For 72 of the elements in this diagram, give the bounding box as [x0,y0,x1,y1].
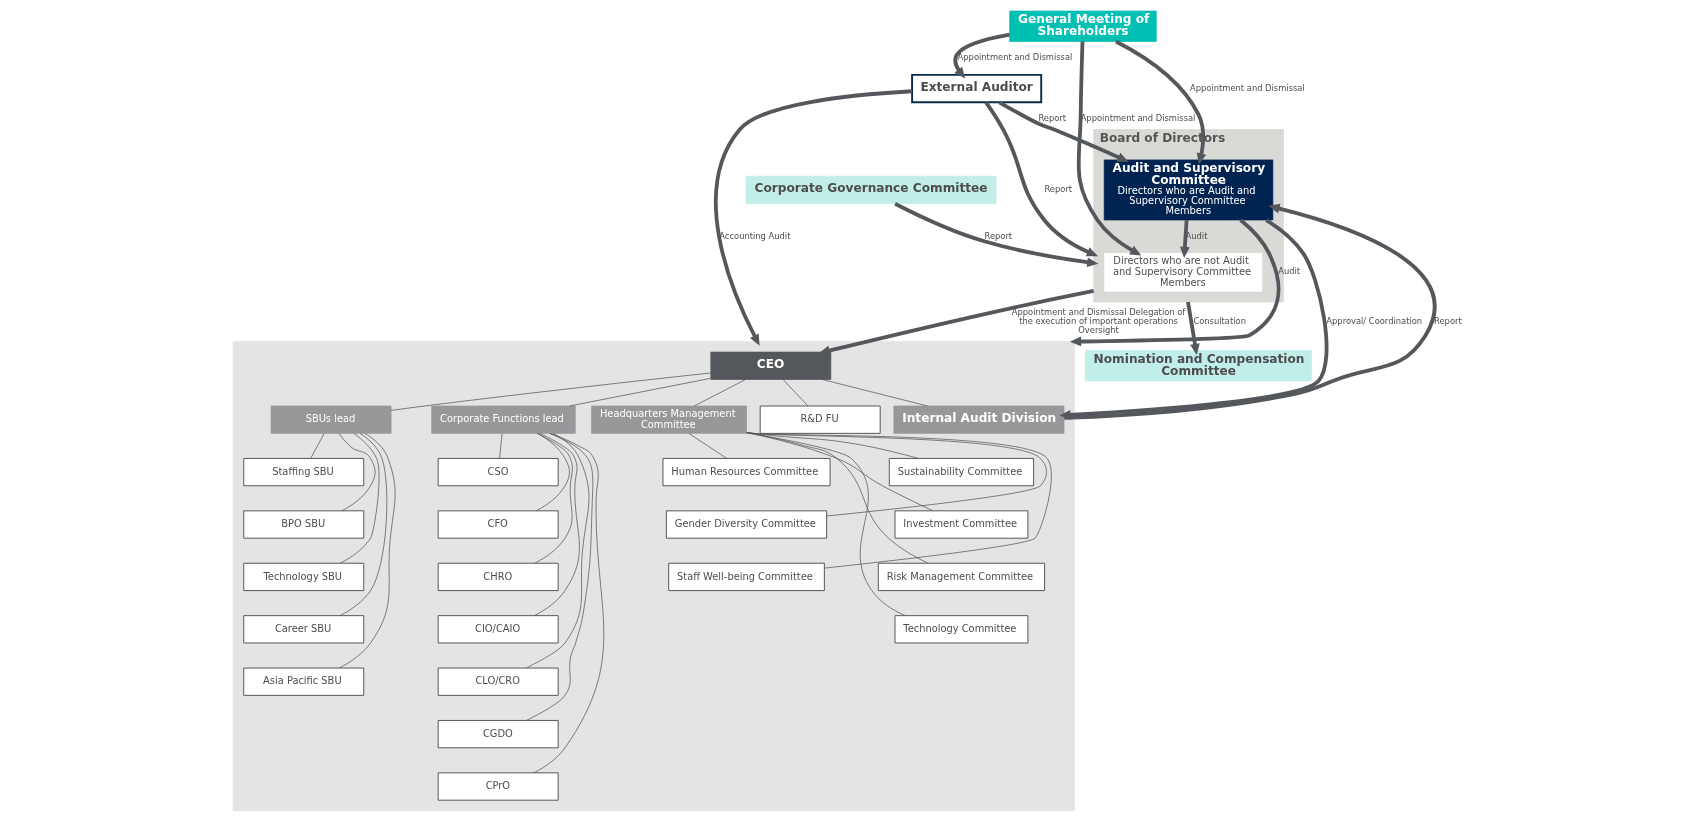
node-box: CIO/CAIO [437,615,559,644]
connector [687,433,727,459]
connector [339,433,387,616]
connector [821,379,928,407]
connector [535,433,570,512]
node-box: CPrO [437,772,559,801]
node-box: Corporate Governance Committee [745,175,996,204]
node-box: CEO [709,351,831,380]
connector [309,433,324,459]
arrow [984,101,1098,257]
arrow [1076,41,1141,256]
connector [390,372,711,411]
node-box: Career SBU [242,615,364,644]
cluster [232,341,1075,812]
arrow [713,89,912,346]
edge-label: Report [1037,113,1066,124]
edge-label: Appointment and Dismissal Delegation of the execution of important operations Oversight [1011,306,1185,335]
node-box: Internal Audit Division [893,405,1064,434]
node-box: BPO SBU [242,510,364,539]
node-box: External Auditor [910,73,1042,104]
node-box: CHRO [437,562,559,592]
node-box: Sustainability Committee [888,457,1034,487]
node-box: R&D FU [759,405,881,434]
arrow [893,202,1098,268]
connector [693,379,746,407]
node-box: SBUs lead [270,405,391,434]
node-box: Asia Pacific SBU [242,667,364,696]
arrow [1114,39,1206,165]
arrow [818,288,1094,356]
connector [782,379,808,407]
node-box: Investment Committee [894,510,1028,539]
connector [338,433,375,512]
node-box: CFO [437,510,559,539]
arrow [1063,203,1436,420]
edge-label: Audit [1277,266,1300,277]
arrow [1179,220,1190,259]
connector [745,432,905,616]
connector [568,378,711,407]
node-box: General Meeting of Shareholders [1008,10,1157,42]
edge-label: Consultation [1192,315,1246,326]
node-box: Directors who are not Audit and Supervisory Committee Members [1103,253,1262,292]
connector [745,432,1052,569]
connector [533,433,580,616]
node-box: Gender Diversity Committee [665,510,827,539]
edge-label: Report [1433,315,1462,326]
edge-label: Report [1043,184,1072,195]
node-box: CGDO [437,719,559,749]
arrow [1058,218,1328,420]
node-box: Nomination and Compensation Committee [1084,350,1312,382]
node-box: CLO/CRO [437,667,559,696]
edge-label: Appointment and Dismissal [1189,82,1305,93]
node-box: Human Resources Committee [662,457,831,487]
node-box: Staff Well-being Committee [667,562,825,592]
node-box: Staffing SBU [242,457,364,487]
connector [339,433,379,564]
node-box: Technology SBU [242,562,364,592]
node-box: Technology Committee [894,615,1028,644]
arrow [1069,218,1280,347]
node-box: Corporate Functions lead [430,405,576,434]
connector [534,433,573,564]
node-box: CSO [437,457,559,487]
edge-label: Report [983,230,1012,241]
edge-label: Appointment and Dismissal [957,52,1072,63]
node-box: Audit and Supervisory Committee Directors who are Audit and Supervisory Committee Members [1103,159,1273,221]
connector [498,433,502,459]
connector [533,433,604,774]
arrow [997,100,1129,162]
node-box: Risk Management Committee [877,562,1045,592]
edge-label: Approval/ Coordination [1325,315,1422,326]
node-box: Headquarters Management Committee [590,405,747,434]
arrow [952,32,1010,79]
arrow [1185,301,1200,355]
